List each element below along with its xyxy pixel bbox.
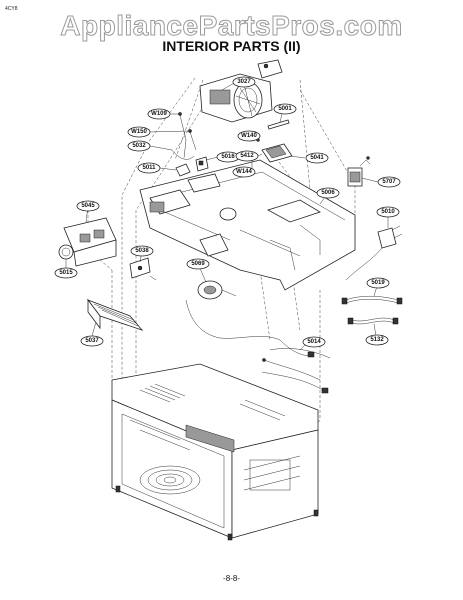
model-code: 4CY8 (5, 6, 18, 12)
svg-text:5015: 5015 (59, 270, 73, 276)
svg-text:5132: 5132 (370, 337, 384, 343)
callout-3027: 3027 (232, 76, 256, 88)
bracket-5038 (129, 257, 157, 281)
callout-5011: 5011 (137, 162, 161, 174)
svg-text:5011: 5011 (142, 165, 156, 171)
page-title: INTERIOR PARTS (II) (162, 38, 301, 54)
transformer (347, 156, 371, 187)
svg-text:5010: 5010 (381, 209, 395, 215)
wire-harness-5132 (347, 317, 399, 325)
control-box (63, 217, 117, 267)
svg-text:3027: 3027 (237, 79, 251, 85)
callout-W150: W150 (127, 126, 151, 138)
callout-5412: 5412 (235, 150, 259, 162)
callout-5016: 5016 (216, 151, 240, 163)
svg-text:W140: W140 (241, 133, 257, 139)
callout-5010: 5010 (376, 206, 400, 218)
callout-5037: 5037 (80, 335, 104, 347)
svg-text:5019: 5019 (371, 280, 385, 286)
callout-5001: 5001 (273, 103, 297, 115)
callout-5132: 5132 (365, 334, 389, 346)
svg-text:5038: 5038 (135, 248, 149, 254)
callout-5069: 5069 (186, 258, 210, 270)
callout-W144: W144 (232, 166, 256, 178)
callout-5032: 5032 (127, 140, 151, 152)
svg-text:5045: 5045 (81, 203, 95, 209)
callout-5014: 5014 (302, 336, 326, 348)
wire-leads-left (171, 112, 197, 160)
svg-text:5041: 5041 (310, 155, 324, 161)
watermark-logo: AppliancePartsPros.com (60, 10, 403, 42)
svg-text:5014: 5014 (307, 339, 321, 345)
door-switches (175, 156, 209, 177)
callout-5038: 5038 (130, 245, 154, 257)
svg-text:5707: 5707 (382, 179, 396, 185)
wire-harness-5019 (341, 296, 403, 305)
callout-5019: 5019 (366, 277, 390, 289)
callout-5707: 5707 (377, 176, 401, 188)
callout-W140: W140 (237, 130, 261, 142)
fan-motor-assembly (199, 59, 283, 123)
thermostat (58, 244, 74, 260)
callout-5006: 5006 (316, 187, 340, 199)
base-plate-assembly (139, 159, 356, 291)
svg-text:5016: 5016 (221, 154, 235, 160)
svg-text:5037: 5037 (85, 338, 99, 344)
callout-5045: 5045 (76, 200, 100, 212)
callout-W109: W109 (147, 108, 171, 120)
page-number: -8-8- (223, 574, 240, 583)
svg-text:W144: W144 (236, 169, 252, 175)
fan-motor-5069 (197, 280, 237, 300)
svg-text:5001: 5001 (278, 106, 292, 112)
power-cord (345, 225, 403, 281)
svg-text:W150: W150 (131, 129, 147, 135)
oven-cavity (111, 363, 319, 541)
callout-5041: 5041 (305, 152, 329, 164)
callout-5015: 5015 (54, 267, 78, 279)
svg-text:5032: 5032 (132, 143, 146, 149)
svg-text:5069: 5069 (191, 261, 205, 267)
shaft-rod (267, 119, 290, 130)
svg-text:5006: 5006 (321, 190, 335, 196)
svg-text:W109: W109 (151, 111, 167, 117)
svg-text:5412: 5412 (240, 153, 254, 159)
vent-grille (86, 298, 144, 331)
